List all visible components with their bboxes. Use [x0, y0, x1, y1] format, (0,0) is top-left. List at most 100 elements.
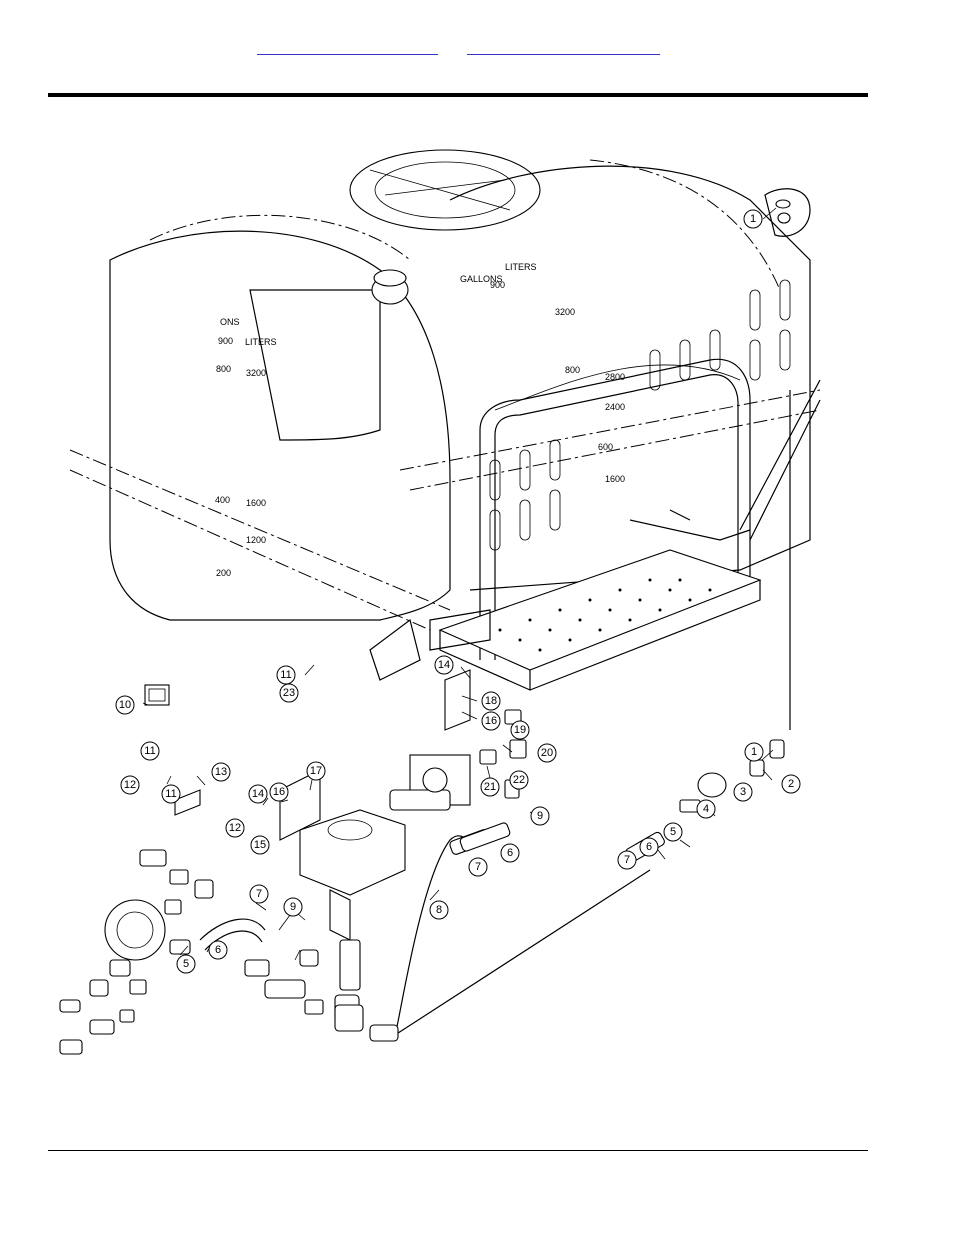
svg-text:6: 6 — [507, 847, 513, 859]
callout-19: 19 — [511, 721, 529, 739]
detail-inset — [765, 189, 810, 237]
svg-text:18: 18 — [485, 695, 497, 707]
exploded-view-drawing: ONS LITERS 900 3200 800 400 1600 1200 20… — [50, 140, 840, 1080]
svg-text:1: 1 — [750, 213, 756, 225]
callout-7-right: 7 — [618, 851, 636, 869]
callout-5-left: 5 — [177, 955, 195, 973]
callout-23: 23 — [280, 684, 298, 702]
svg-text:900: 900 — [218, 336, 233, 346]
svg-text:12: 12 — [124, 779, 136, 791]
callout-18: 18 — [482, 692, 500, 710]
svg-text:900: 900 — [490, 280, 505, 290]
callout-10: 10 — [116, 696, 134, 714]
tank-vent-slots — [490, 280, 790, 550]
callout-6-center: 6 — [501, 844, 519, 862]
svg-text:800: 800 — [216, 364, 231, 374]
callout-1-bottom: 1 — [745, 743, 763, 761]
svg-text:800: 800 — [565, 365, 580, 375]
callout-9-center: 9 — [531, 807, 549, 825]
svg-text:9: 9 — [290, 901, 296, 913]
callout-20: 20 — [538, 744, 556, 762]
callout-3: 3 — [734, 783, 752, 801]
callout-4: 4 — [697, 800, 715, 818]
svg-text:1600: 1600 — [605, 474, 625, 484]
svg-text:15: 15 — [254, 839, 266, 851]
callout-8: 8 — [430, 901, 448, 919]
callout-2: 2 — [782, 775, 800, 793]
callout-16-center: 16 — [270, 783, 288, 801]
svg-text:14: 14 — [252, 788, 264, 800]
svg-text:400: 400 — [215, 495, 230, 505]
callout-12-center: 12 — [226, 819, 244, 837]
callout-14-top: 14 — [435, 656, 453, 674]
callout-11-left: 11 — [141, 742, 159, 760]
svg-text:2400: 2400 — [605, 402, 625, 412]
svg-text:16: 16 — [485, 715, 497, 727]
svg-text:3200: 3200 — [555, 307, 575, 317]
svg-text:19: 19 — [514, 724, 526, 736]
svg-text:11: 11 — [165, 788, 176, 800]
svg-text:17: 17 — [310, 765, 322, 777]
svg-text:600: 600 — [598, 442, 613, 452]
svg-text:6: 6 — [646, 841, 652, 853]
callout-6-right: 6 — [640, 838, 658, 856]
svg-text:11: 11 — [144, 745, 155, 757]
parts-diagram: ONS LITERS 900 3200 800 400 1600 1200 20… — [50, 140, 840, 1080]
callout-6-left: 6 — [209, 941, 227, 959]
callout-15: 15 — [251, 836, 269, 854]
callout-21: 21 — [481, 778, 499, 796]
svg-text:14: 14 — [438, 659, 450, 671]
nav-link-previous[interactable] — [257, 44, 438, 55]
svg-text:7: 7 — [256, 888, 262, 900]
callout-14-center: 14 — [249, 785, 267, 803]
svg-text:1200: 1200 — [246, 535, 266, 545]
svg-text:5: 5 — [183, 958, 189, 970]
svg-text:3200: 3200 — [246, 368, 266, 378]
svg-text:LITERS: LITERS — [505, 262, 537, 272]
svg-text:ONS: ONS — [220, 317, 240, 327]
suction-hose — [395, 836, 470, 1035]
svg-text:4: 4 — [703, 803, 709, 815]
svg-text:2800: 2800 — [605, 372, 625, 382]
callout-9-left: 9 — [284, 898, 302, 916]
callout-17: 17 — [307, 762, 325, 780]
callout-13: 13 — [212, 763, 230, 781]
header-rule — [48, 93, 868, 97]
chemical-inductor-hopper — [300, 810, 405, 1023]
svg-text:8: 8 — [436, 904, 442, 916]
svg-text:5: 5 — [670, 826, 676, 838]
svg-text:9: 9 — [537, 810, 543, 822]
svg-text:7: 7 — [624, 854, 630, 866]
svg-text:16: 16 — [273, 786, 285, 798]
svg-text:1: 1 — [751, 746, 757, 758]
svg-text:11: 11 — [280, 669, 291, 681]
svg-text:13: 13 — [215, 766, 227, 778]
svg-text:1600: 1600 — [246, 498, 266, 508]
callout-5-right: 5 — [664, 823, 682, 841]
callout-12-left: 12 — [121, 776, 139, 794]
callout-22: 22 — [510, 771, 528, 789]
svg-text:12: 12 — [229, 822, 241, 834]
callout-7-center: 7 — [469, 858, 487, 876]
svg-text:20: 20 — [541, 747, 553, 759]
lower-manifold — [245, 950, 398, 1041]
svg-text:7: 7 — [475, 861, 481, 873]
svg-text:22: 22 — [513, 774, 525, 786]
callout-1-top: 1 — [744, 210, 762, 228]
svg-text:2: 2 — [788, 778, 794, 790]
svg-text:21: 21 — [484, 781, 496, 793]
svg-text:6: 6 — [215, 944, 221, 956]
svg-text:200: 200 — [216, 568, 231, 578]
tank-sight-panel — [250, 290, 380, 440]
svg-text:LITERS: LITERS — [245, 337, 277, 347]
tank-scale-side: GALLONS LITERS 900 3200 800 2800 2400 60… — [460, 262, 625, 484]
callout-16-top: 16 — [482, 712, 500, 730]
footer-rule — [48, 1150, 868, 1151]
callout-11-top: 11 — [277, 666, 295, 684]
nav-link-next[interactable] — [467, 44, 660, 55]
svg-text:10: 10 — [119, 699, 131, 711]
callout-7-left: 7 — [250, 885, 268, 903]
callout-11-lower: 11 — [162, 785, 180, 803]
svg-text:23: 23 — [283, 687, 295, 699]
svg-text:3: 3 — [740, 786, 746, 798]
